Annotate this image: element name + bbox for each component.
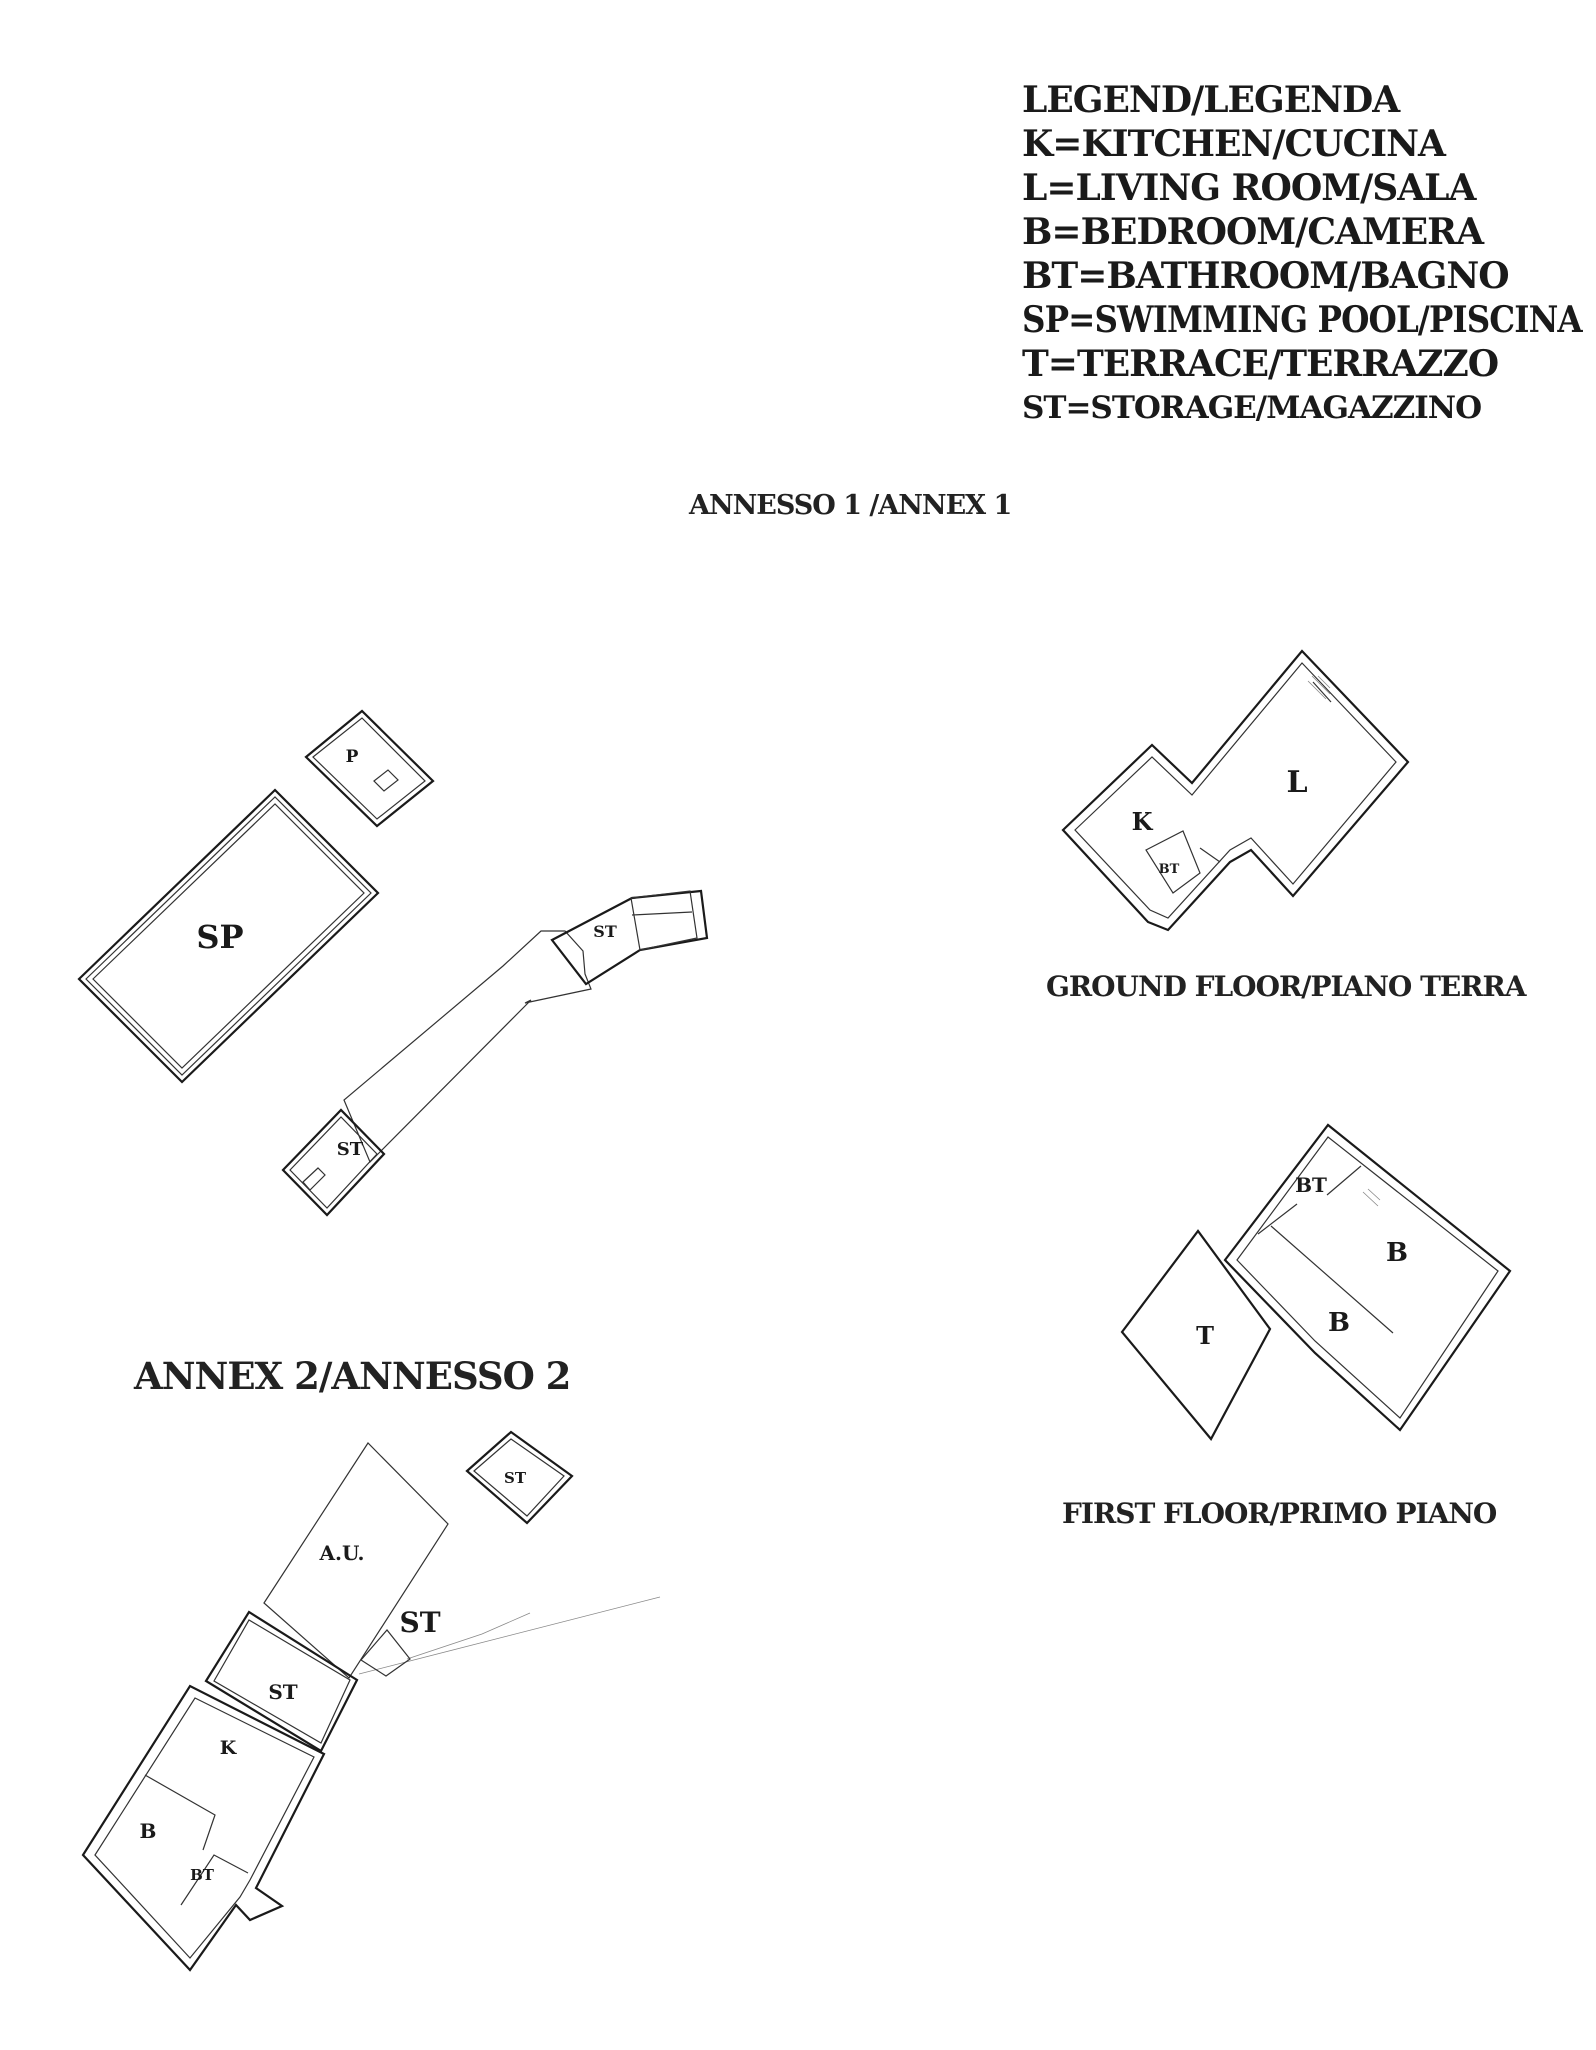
legend-item: SP=SWIMMING POOL/PISCINA <box>1022 299 1583 341</box>
annex2-caption: ANNEX 2/ANNESSO 2 <box>134 1354 571 1398</box>
legend-item: ST=STORAGE/MAGAZZINO <box>1022 390 1482 426</box>
bed2-label: B <box>1328 1308 1350 1338</box>
annex2-kitchen-label: K <box>220 1737 238 1759</box>
annex2-plan: ST A.U. ST ST K B BT <box>81 1430 661 1972</box>
ground-floor-caption: GROUND FLOOR/PIANO TERRA <box>1046 970 1527 1003</box>
au-label: A.U. <box>318 1541 364 1565</box>
annex2-bed-label: B <box>140 1819 157 1843</box>
terrace-label: T <box>1196 1321 1214 1350</box>
first-floor-plan: BT B B T <box>1120 1123 1512 1441</box>
annex2-bath-label: BT <box>190 1866 215 1884</box>
pump-room-label: P <box>346 747 359 767</box>
storage-bottom-label: ST <box>337 1139 364 1160</box>
storage-mid-label: ST <box>268 1680 297 1704</box>
annex1-building: ST ST <box>281 889 709 1217</box>
swimming-pool: SP <box>77 788 380 1084</box>
first-floor-caption: FIRST FLOOR/PRIMO PIANO <box>1062 1497 1497 1530</box>
annex2-small-storage: ST <box>465 1430 574 1525</box>
legend-title: LEGEND/LEGENDA <box>1022 79 1400 121</box>
pump-room: P <box>304 709 435 828</box>
small-storage-label: ST <box>504 1469 527 1487</box>
legend-item: T=TERRACE/TERRAZZO <box>1022 343 1499 385</box>
storage-big-label: ST <box>399 1606 440 1639</box>
legend-item: BT=BATHROOM/BAGNO <box>1022 255 1510 297</box>
legend-item: L=LIVING ROOM/SALA <box>1022 167 1476 209</box>
annex2-building: A.U. ST ST K B BT <box>81 1442 661 1972</box>
storage-top-label: ST <box>593 922 617 941</box>
living-label: L <box>1286 765 1307 800</box>
ground-floor-plan: L K BT <box>1061 649 1410 932</box>
legend: LEGEND/LEGENDA K=KITCHEN/CUCINA L=LIVING… <box>1022 78 1583 430</box>
first-bath-label: BT <box>1295 1173 1327 1197</box>
legend-item: K=KITCHEN/CUCINA <box>1022 123 1446 165</box>
legend-item: B=BEDROOM/CAMERA <box>1022 211 1484 253</box>
pool-label: SP <box>196 918 243 956</box>
ground-bath-label: BT <box>1159 862 1180 877</box>
bed1-label: B <box>1386 1238 1408 1268</box>
annex1-caption: ANNESSO 1 /ANNEX 1 <box>689 490 1012 521</box>
kitchen-label: K <box>1132 807 1154 836</box>
annex1-plan: P SP ST ST <box>77 709 709 1217</box>
